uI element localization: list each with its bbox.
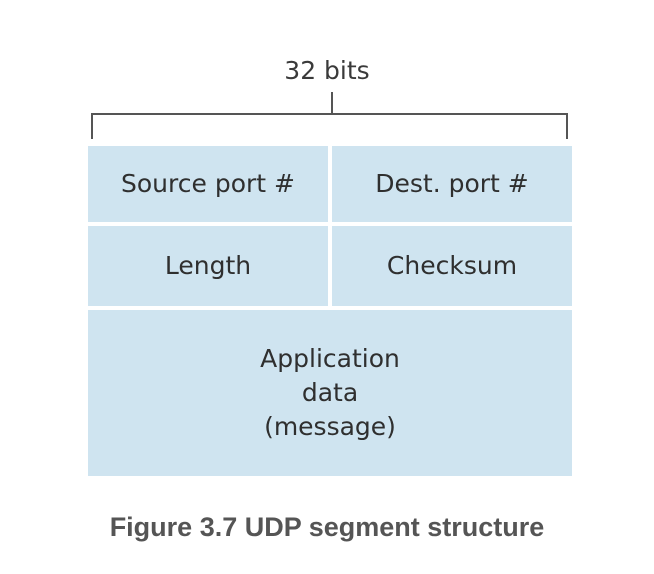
dest-port-label: Dest. port # xyxy=(375,169,529,198)
udp-segment-table: Source port # Dest. port # Length Checks… xyxy=(88,146,572,476)
checksum-label: Checksum xyxy=(386,251,518,280)
length-label: Length xyxy=(164,251,252,280)
checksum-field: Checksum xyxy=(332,226,572,306)
figure-caption: Figure 3.7 UDP segment structure xyxy=(109,512,545,542)
source-port-label: Source port # xyxy=(121,169,295,198)
application-data-field: Application data (message) xyxy=(88,310,572,476)
width-label: 32 bits xyxy=(284,56,370,85)
source-port-field: Source port # xyxy=(88,146,328,222)
length-field: Length xyxy=(88,226,328,306)
application-data-label: Application data (message) xyxy=(260,344,400,441)
dest-port-field: Dest. port # xyxy=(332,146,572,222)
width-bracket xyxy=(91,92,568,139)
